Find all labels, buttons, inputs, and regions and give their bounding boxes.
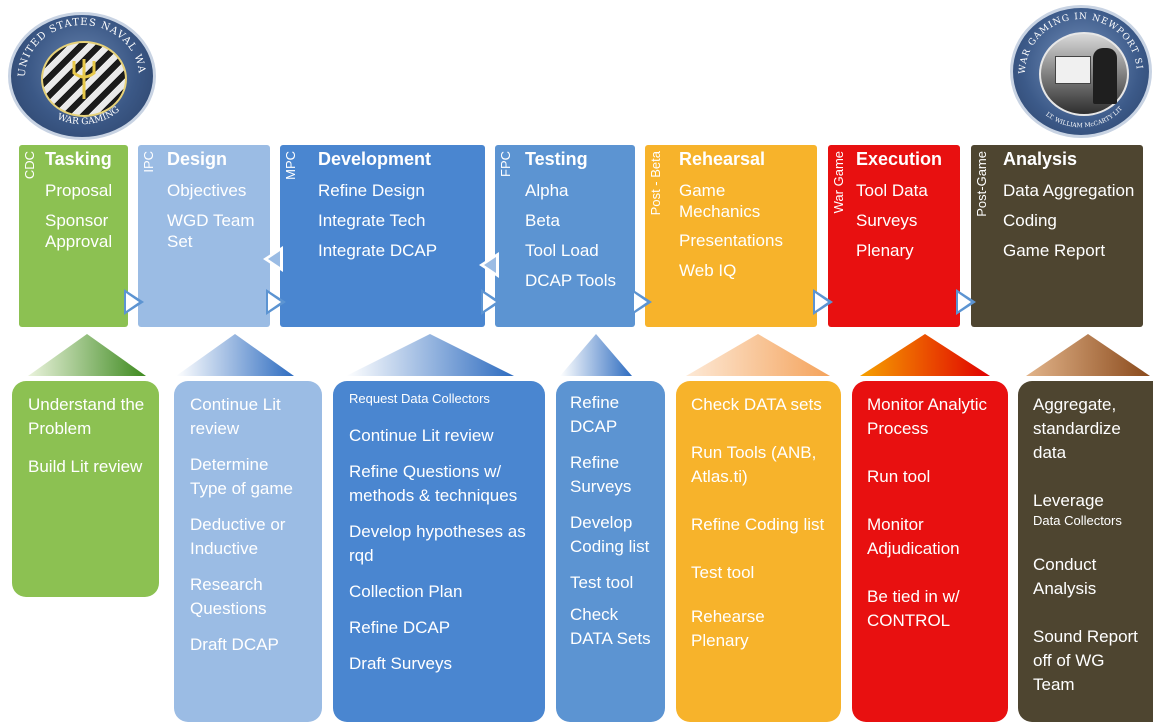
phase-item: Integrate DCAP (318, 241, 438, 260)
detail-box-design: Continue Lit review Determine Type of ga… (174, 381, 322, 722)
detail-item: Run Tools (ANB, Atlas.ti) (691, 443, 817, 486)
detail-item: Build Lit review (28, 457, 143, 476)
detail-box-tasking: Understand the Problem Build Lit review (12, 381, 159, 597)
phase-item: Game Report (1003, 241, 1106, 260)
phase-item: Integrate Tech (318, 211, 426, 230)
phase-development: MPC Development Refine Design Integrate … (280, 145, 485, 327)
detail-item-small: Data Collectors (1033, 513, 1122, 528)
detail-item: Continue Lit review (190, 395, 281, 438)
detail-item: Continue Lit review (349, 426, 494, 445)
phase-item: Data Aggregation (1003, 181, 1135, 200)
phase-rehearsal: Post - Beta Rehearsal Game Mechanics Pre… (645, 145, 817, 327)
pointer-triangle (28, 334, 146, 376)
phase-tag: Post-Game (974, 151, 989, 217)
phase-item: Plenary (856, 241, 914, 260)
phase-tag: IPC (141, 151, 156, 173)
phase-pointer-triangles (28, 334, 1150, 376)
phase-title: Design (167, 149, 228, 169)
phase-item: Tool Load (525, 241, 599, 260)
detail-item: Refine DCAP (570, 393, 620, 436)
detail-item: Check DATA Sets (570, 605, 651, 648)
phase-item: DCAP Tools (525, 271, 617, 290)
detail-item: Sound Report off of WG Team (1033, 627, 1138, 694)
phase-tag: MPC (283, 151, 298, 180)
detail-box-rehearsal: Check DATA sets Run Tools (ANB, Atlas.ti… (676, 381, 841, 722)
phase-item: Surveys (856, 211, 918, 230)
detail-item: Collection Plan (349, 582, 463, 601)
detail-item: Refine Coding list (691, 515, 825, 534)
detail-item: Test tool (691, 563, 755, 582)
detail-item: Research Questions (190, 575, 267, 618)
pointer-triangle (860, 334, 990, 376)
phase-execution: War Game Execution Tool Data Surveys Ple… (828, 145, 960, 327)
detail-item: Aggregate, standardize data (1033, 395, 1121, 462)
next-arrow-icon (956, 289, 976, 315)
detail-box-development: Request Data Collectors Continue Lit rev… (333, 381, 545, 722)
phase-tag: CDC (22, 151, 37, 180)
phase-item: Alpha (525, 181, 569, 200)
detail-item: Deductive or Inductive (190, 515, 286, 558)
detail-item: Test tool (570, 573, 634, 592)
detail-item: Develop Coding list (570, 513, 650, 556)
phase-design: IPC Design Objectives WGD Team Set (138, 145, 270, 327)
phase-title: Execution (856, 149, 943, 169)
phase-analysis: Post-Game Analysis Data Aggregation Codi… (971, 145, 1143, 327)
detail-item: Check DATA sets (691, 395, 822, 414)
naval-war-college-seal-logo: UNITED STATES NAVAL WAR COLLEGE WAR GAMI… (8, 12, 156, 140)
next-arrow-icon (266, 289, 286, 315)
pointer-triangle (176, 334, 294, 376)
detail-item: Rehearse Plenary (691, 607, 765, 650)
detail-item: Run tool (867, 467, 931, 486)
phase-item: Objectives (167, 181, 247, 200)
phase-tag: Post - Beta (648, 151, 663, 216)
pointer-triangle (560, 334, 632, 376)
phase-item: Refine Design (318, 181, 425, 200)
phase-item: Proposal (45, 181, 113, 200)
phase-item: Tool Data (856, 181, 928, 200)
detail-box-analysis: Aggregate, standardize data Leverage Dat… (1018, 381, 1153, 722)
detail-item: Refine DCAP (349, 618, 451, 637)
detail-item: Draft Surveys (349, 654, 452, 673)
detail-item: Develop hypotheses as rqd (349, 522, 526, 565)
phase-title: Rehearsal (679, 149, 766, 169)
detail-item: Understand the Problem (28, 395, 145, 438)
phase-item: Beta (525, 211, 560, 230)
back-arrow-icon (263, 246, 283, 272)
detail-item: Draft DCAP (190, 635, 279, 654)
detail-box-testing: Refine DCAP Refine Surveys Develop Codin… (556, 381, 665, 722)
phase-tasking: CDC Tasking Proposal Sponsor Approval (19, 145, 128, 327)
next-arrow-icon (481, 289, 501, 315)
phase-item: Coding (1003, 211, 1057, 230)
phase-title: Tasking (45, 149, 112, 169)
next-arrow-icon (124, 289, 144, 315)
detail-item: Conduct Analysis (1033, 555, 1097, 598)
detail-item: Refine Surveys (570, 453, 632, 496)
phase-title: Development (318, 149, 432, 169)
phase-tag: FPC (498, 151, 513, 177)
detail-item: Monitor Analytic Process (867, 395, 987, 438)
phase-tag: War Game (831, 151, 846, 214)
phase-item: Game Mechanics (679, 181, 761, 221)
detail-item: Monitor Adjudication (867, 515, 960, 558)
detail-heading: Request Data Collectors (349, 391, 490, 406)
detail-box-execution: Monitor Analytic Process Run tool Monito… (852, 381, 1008, 722)
detail-item: Determine Type of game (190, 455, 294, 498)
phase-testing: FPC Testing Alpha Beta Tool Load DCAP To… (495, 145, 635, 327)
pointer-triangle (346, 334, 514, 376)
pointer-triangle (686, 334, 830, 376)
phase-title: Analysis (1003, 149, 1078, 169)
phase-item: Sponsor Approval (45, 211, 113, 251)
next-arrow-icon (813, 289, 833, 315)
detail-item: Leverage (1033, 491, 1104, 510)
detail-item: Be tied in w/ CONTROL (867, 587, 960, 630)
detail-item: Refine Questions w/ methods & techniques (349, 462, 518, 505)
back-arrow-icon (479, 252, 499, 278)
phase-item: Presentations (679, 231, 783, 250)
war-gaming-newport-seal-logo: WAR GAMING IN NEWPORT SINCE 1887 LT. WIL… (1010, 5, 1152, 138)
pointer-triangle (1026, 334, 1150, 376)
phase-title: Testing (525, 149, 588, 169)
next-arrow-icon (632, 289, 652, 315)
phase-item: WGD Team Set (167, 211, 255, 251)
phase-item: Web IQ (679, 261, 737, 280)
